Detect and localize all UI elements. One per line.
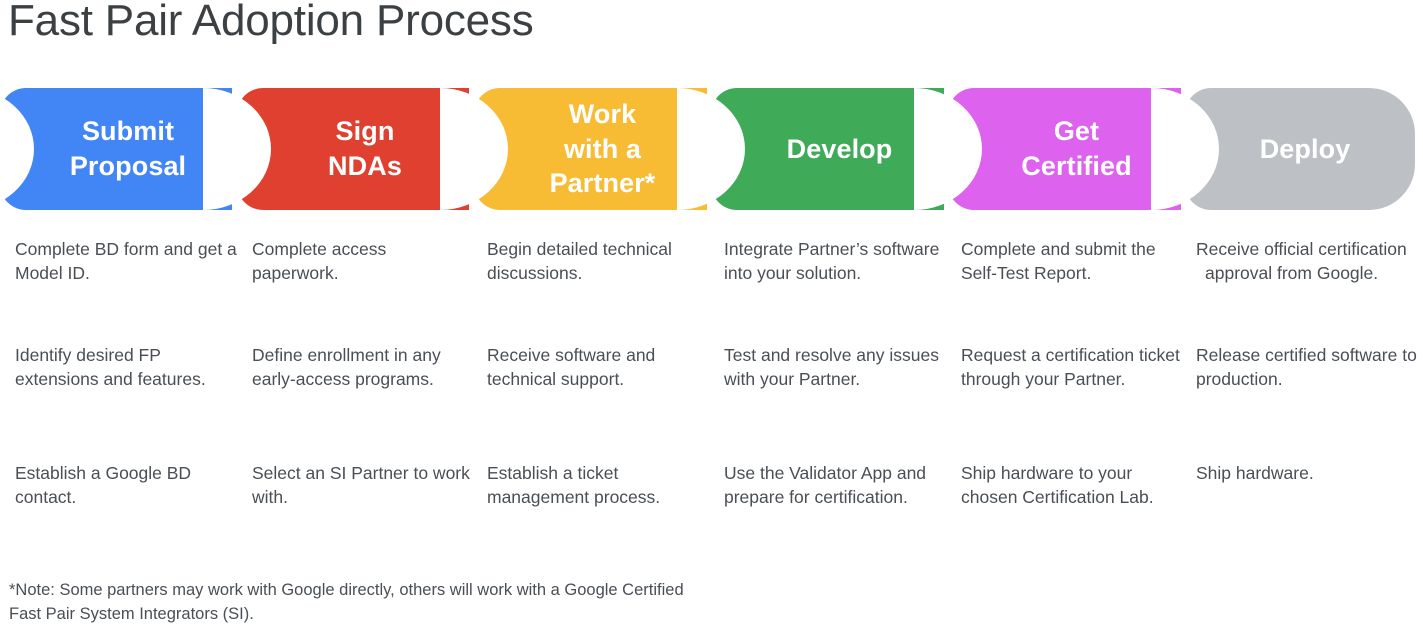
detail-item-text: Complete access paperwork. — [252, 239, 387, 283]
process-banner-strip: Submit Proposal Sign NDAs Work with a Part… — [0, 88, 1423, 210]
detail-item: Complete BD form and get a Model ID. — [15, 238, 239, 285]
detail-item: Complete and submit the Self-Test Report… — [961, 238, 1185, 285]
detail-item: Ship hardware. — [1196, 462, 1420, 486]
process-step-label: Sign NDAs — [328, 116, 402, 181]
detail-item: Request a certification ticket through y… — [961, 344, 1185, 391]
process-step-label: Deploy — [1259, 133, 1351, 164]
detail-item: Use the Validator App and prepare for ce… — [724, 462, 948, 509]
footnote-text: *Note: Some partners may work with Googl… — [9, 581, 684, 623]
detail-item-text: Use the Validator App and prepare for ce… — [724, 463, 927, 507]
process-step-label: Develop — [786, 133, 893, 164]
process-step-get-certified[interactable]: Get Certified — [914, 88, 1215, 210]
detail-item-text: Complete and submit the Self-Test Report… — [961, 239, 1156, 283]
detail-item: Receive official certification approval … — [1196, 238, 1420, 285]
process-detail-grid: Complete BD form and get a Model ID. Iden… — [0, 238, 1423, 558]
process-step-submit-proposal[interactable]: Submit Proposal — [0, 88, 266, 210]
process-step-body — [237, 88, 469, 210]
detail-item-text: Select an SI Partner to work with. — [252, 463, 470, 507]
detail-item-text: Begin detailed technical discussions. — [487, 239, 672, 283]
process-step-body — [0, 88, 232, 210]
process-step-body — [711, 88, 944, 210]
detail-item-text: Integrate Partner’s software into your s… — [724, 239, 940, 283]
detail-item: Define enrollment in any early-access pr… — [252, 344, 476, 391]
process-step-label: Submit Proposal — [69, 116, 187, 181]
detail-item-text: Receive software and technical support. — [487, 345, 656, 389]
process-step-body — [948, 88, 1181, 210]
page-title: Fast Pair Adoption Process — [8, 0, 534, 45]
detail-item-text: Request a certification ticket through y… — [961, 345, 1180, 389]
detail-item-text: Release certified software to production… — [1196, 345, 1417, 389]
process-step-label: Get Certified — [1021, 116, 1132, 181]
detail-item: Complete access paperwork. — [252, 238, 476, 285]
detail-item-text: Receive official certification approval … — [1196, 239, 1407, 283]
process-step-develop[interactable]: Develop — [677, 88, 978, 210]
detail-item: Establish a ticket management process. — [487, 462, 711, 509]
process-step-label: Work with a Partner* — [549, 99, 656, 199]
detail-item: Identify desired FP extensions and featu… — [15, 344, 239, 391]
detail-item: Test and resolve any issues with your Pa… — [724, 344, 948, 391]
detail-item-text: Establish a ticket management process. — [487, 463, 661, 507]
detail-item: Receive software and technical support. — [487, 344, 711, 391]
detail-item: Begin detailed technical discussions. — [487, 238, 711, 285]
detail-item: Select an SI Partner to work with. — [252, 462, 476, 509]
detail-item: Release certified software to production… — [1196, 344, 1420, 391]
detail-item-text: Test and resolve any issues with your Pa… — [724, 345, 939, 389]
detail-item-text: Ship hardware. — [1196, 463, 1314, 483]
detail-item-text: Establish a Google BD contact. — [15, 463, 192, 507]
detail-item-text: Complete BD form and get a Model ID. — [15, 239, 237, 283]
detail-item-text: Define enrollment in any early-access pr… — [252, 345, 441, 389]
process-step-body — [474, 88, 707, 210]
detail-item: Establish a Google BD contact. — [15, 462, 239, 509]
detail-item: Ship hardware to your chosen Certificati… — [961, 462, 1185, 509]
detail-item-text: Identify desired FP extensions and featu… — [15, 345, 206, 389]
process-step-body — [1185, 88, 1415, 210]
footnote: *Note: Some partners may work with Googl… — [9, 578, 709, 626]
process-step-sign-ndas[interactable]: Sign NDAs — [203, 88, 503, 210]
detail-item: Integrate Partner’s software into your s… — [724, 238, 948, 285]
process-step-deploy[interactable]: Deploy — [1151, 88, 1415, 210]
detail-item-text: Ship hardware to your chosen Certificati… — [961, 463, 1154, 507]
process-step-work-with-a-partner[interactable]: Work with a Partner* — [440, 88, 741, 210]
